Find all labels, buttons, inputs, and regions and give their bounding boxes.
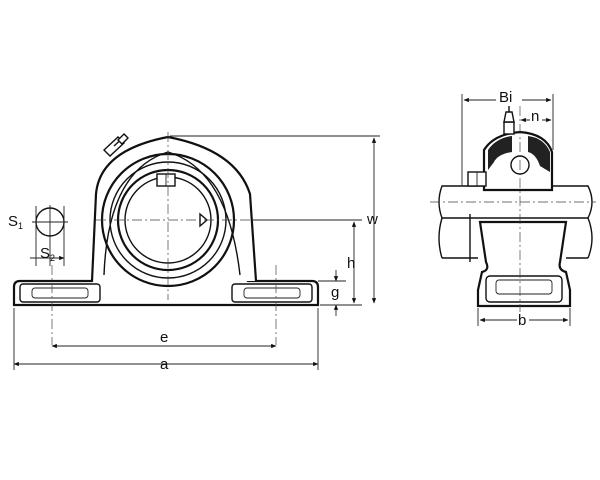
label-n: n bbox=[531, 108, 539, 125]
label-s1: S1 bbox=[8, 213, 23, 231]
label-g: g bbox=[331, 284, 339, 301]
right-bolt-pad bbox=[231, 283, 313, 303]
housing-section-hatch-right bbox=[528, 136, 550, 172]
pedestal bbox=[476, 220, 572, 308]
shaft-end-lower bbox=[438, 217, 443, 259]
left-bolt-pad bbox=[19, 283, 101, 303]
right-bolt-slot bbox=[243, 287, 301, 299]
label-b: b bbox=[518, 312, 526, 329]
label-s2: S2 bbox=[40, 245, 55, 263]
housing-body bbox=[90, 135, 258, 282]
grease-nipple-side bbox=[503, 106, 515, 135]
pedestal-foot bbox=[485, 275, 563, 303]
pedestal-slot bbox=[495, 279, 553, 295]
housing-section-hatch-left bbox=[488, 136, 512, 170]
label-h: h bbox=[347, 255, 355, 272]
label-a: a bbox=[160, 356, 169, 373]
front-dimensions: e a g h w bbox=[13, 135, 380, 373]
front-view bbox=[12, 132, 320, 345]
label-w: w bbox=[366, 211, 378, 228]
side-view bbox=[430, 106, 596, 312]
shaft-end-lower-right bbox=[587, 217, 593, 259]
label-bi: Bi bbox=[499, 89, 512, 106]
bolt-hole-detail: S1 S2 bbox=[8, 205, 68, 266]
side-dimensions: Bi n b bbox=[461, 88, 571, 329]
label-e: e bbox=[160, 329, 168, 346]
left-bolt-slot bbox=[31, 287, 89, 299]
grease-nipple bbox=[102, 133, 129, 157]
